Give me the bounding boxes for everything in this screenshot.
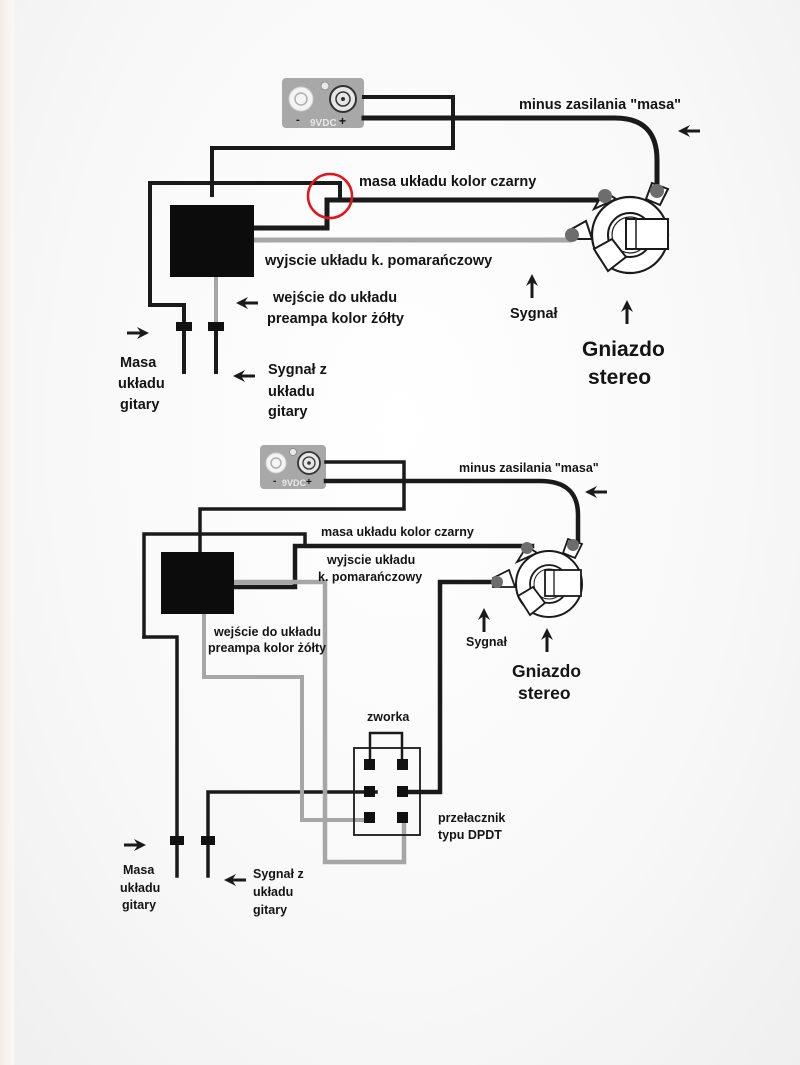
page-edge-shadow <box>0 0 14 1065</box>
preamp-input-wire <box>202 611 372 822</box>
arrow-left-icon <box>233 370 255 382</box>
dpdt-switch <box>353 731 421 836</box>
guitar-ground-wire <box>142 635 179 878</box>
guitar-signal-label-line3: gitary <box>253 903 287 917</box>
preamp-input-label-line2: preampa kolor żółty <box>208 641 326 655</box>
switch-pin <box>397 812 408 823</box>
plus-sign: + <box>339 114 346 128</box>
guitar-ground-label-line2: układu <box>118 376 165 392</box>
switch-pin <box>364 812 375 823</box>
plus-sign: + <box>306 477 312 488</box>
preamp-input-label-line2: preampa kolor żółty <box>267 311 404 327</box>
ground-loop-wire <box>142 532 307 639</box>
stereo-jack-label-line1: Gniazdo <box>582 338 665 361</box>
top-preamp-module <box>170 205 254 277</box>
guitar-signal-terminal <box>208 322 224 331</box>
guitar-ground-terminal <box>176 322 192 331</box>
bottom-wires <box>142 460 581 878</box>
dpdt-switch-body <box>353 747 421 836</box>
supply-plus-wire <box>210 95 455 197</box>
preamp-input-label-line1: wejście do układu <box>213 625 321 639</box>
minus-sign: - <box>296 114 300 126</box>
guitar-ground-label-line1: Masa <box>120 355 157 371</box>
minus-terminal-icon <box>265 452 287 474</box>
bottom-preamp-module <box>161 552 234 614</box>
arrow-left-icon <box>236 297 258 309</box>
switch-label-line1: przełacznik <box>438 811 505 825</box>
top-power-jack: - 9VDC + <box>282 78 364 129</box>
arrow-right-icon <box>124 839 146 851</box>
minus-supply-label: minus zasilania "masa" <box>459 461 599 475</box>
supply-minus-wire <box>361 115 660 189</box>
supply-plus-wire <box>198 460 406 554</box>
stereo-jack-label-line2: stereo <box>518 683 571 703</box>
ground-loop-wire <box>148 181 342 307</box>
minus-terminal-icon <box>288 86 314 112</box>
circuit-output-label: wyjscie układu k. pomarańczowy <box>264 253 492 269</box>
signal-label: Sygnał <box>466 635 508 649</box>
preamp-input-label-line1: wejście do układu <box>272 290 397 306</box>
guitar-ground-wire <box>148 303 186 374</box>
stereo-jack-label-line1: Gniazdo <box>512 661 581 681</box>
jumper-wire <box>368 731 404 766</box>
guitar-signal-label-line1: Sygnał z <box>268 362 327 378</box>
arrow-up-icon <box>621 300 633 324</box>
top-stereo-jack-icon <box>565 181 670 275</box>
guitar-ground-label-line2: układu <box>120 881 160 895</box>
guitar-signal-wire <box>206 790 378 878</box>
switch-label-line2: typu DPDT <box>438 828 502 842</box>
arrow-up-icon <box>541 628 553 652</box>
guitar-signal-label-line3: gitary <box>268 404 308 420</box>
switch-to-jack-signal-wire <box>401 579 498 795</box>
guitar-ground-terminal <box>170 836 184 845</box>
guitar-signal-label-line1: Sygnał z <box>253 867 304 881</box>
voltage-label: 9VDC <box>282 478 307 488</box>
minus-sign: - <box>273 476 276 487</box>
circuit-ground-wire <box>249 197 608 231</box>
stereo-jack-label-line2: stereo <box>588 366 651 389</box>
bottom-power-jack: - 9VDC + <box>260 445 326 489</box>
guitar-signal-label-line2: układu <box>268 384 315 400</box>
arrow-right-icon <box>127 327 149 339</box>
circuit-output-wire <box>231 579 407 865</box>
circuit-output-label-line2: k. pomarańczowy <box>318 570 422 584</box>
bottom-stereo-jack-icon <box>491 537 584 618</box>
arrow-up-icon <box>478 608 490 632</box>
guitar-ground-label-line1: Masa <box>123 863 155 877</box>
jumper-label: zworka <box>367 710 410 724</box>
minus-supply-label: minus zasilania "masa" <box>519 97 681 113</box>
circuit-ground-wire <box>231 543 535 590</box>
top-wires <box>148 95 660 374</box>
switch-pin <box>364 759 375 770</box>
switch-pin <box>364 786 375 797</box>
arrow-left-icon <box>678 125 700 137</box>
switch-pin <box>397 759 408 770</box>
circuit-ground-label: masa układu kolor czarny <box>321 525 474 539</box>
switch-pin <box>397 786 408 797</box>
guitar-ground-label-line3: gitary <box>122 898 156 912</box>
circuit-ground-label: masa układu kolor czarny <box>359 174 536 190</box>
supply-minus-wire <box>323 478 581 543</box>
guitar-ground-label-line3: gitary <box>120 397 160 413</box>
highlight-circle <box>306 172 354 220</box>
bottom-diagram: - 9VDC + <box>120 445 607 917</box>
voltage-label: 9VDC <box>310 118 337 129</box>
guitar-signal-label-line2: układu <box>253 885 293 899</box>
top-diagram: - 9VDC + <box>118 78 700 420</box>
circuit-output-label-line1: wyjscie układu <box>326 553 415 567</box>
guitar-signal-terminal <box>201 836 215 845</box>
arrow-left-icon <box>585 486 607 498</box>
signal-label: Sygnał <box>510 306 558 322</box>
arrow-left-icon <box>224 874 246 886</box>
arrow-up-icon <box>526 274 538 298</box>
